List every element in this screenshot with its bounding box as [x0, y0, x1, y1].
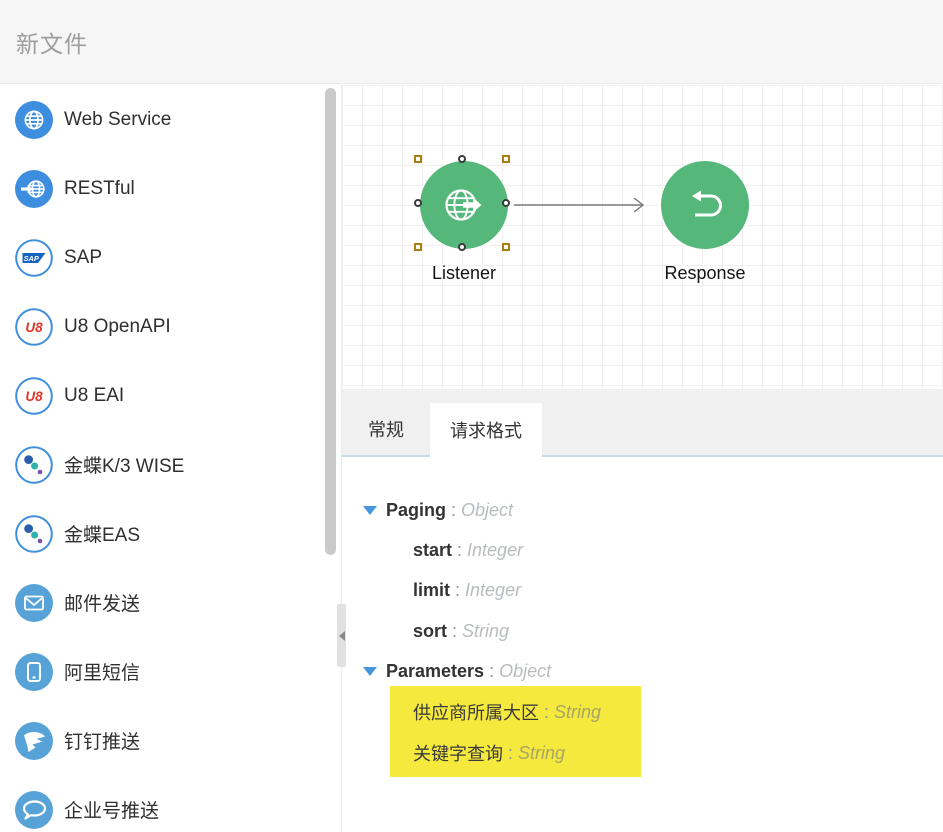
sidebar-item-ali-sms[interactable]: 阿里短信 — [0, 637, 341, 706]
u8-logo-icon: U8 — [15, 376, 53, 415]
selection-handle-top-right[interactable] — [502, 155, 510, 163]
tree-row-paging[interactable]: Paging : Object — [342, 495, 943, 525]
tab-general[interactable]: 常规 — [368, 420, 404, 440]
field-type: Integer — [465, 579, 522, 600]
node-label-response: Response — [664, 263, 746, 283]
selection-handle-top-center[interactable] — [458, 155, 466, 163]
edge-connector — [514, 197, 645, 213]
field-separator: : — [452, 539, 468, 560]
flow-canvas[interactable]: Listener Response — [342, 85, 943, 389]
sidebar-item-kingdee-eas[interactable]: 金蝶EAS — [0, 499, 341, 568]
field-type: Object — [499, 660, 552, 681]
sidebar-item-restful[interactable]: RESTful — [0, 154, 341, 223]
sidebar-item-u8-openapi[interactable]: U8 U8 OpenAPI — [0, 292, 341, 361]
sidebar-item-label: 阿里短信 — [64, 663, 141, 684]
field-type: String — [518, 742, 566, 763]
return-arrow-icon — [692, 190, 722, 217]
sidebar-item-web-service[interactable]: Web Service — [0, 85, 341, 154]
node-listener[interactable] — [420, 161, 508, 249]
field-separator: : — [539, 701, 555, 722]
tree-row-limit[interactable]: limit : Integer — [342, 575, 943, 605]
globe-arrow-icon — [15, 169, 53, 208]
selection-handle-bottom-left[interactable] — [414, 243, 422, 251]
sidebar-item-label: 钉钉推送 — [64, 732, 141, 753]
tree-row-supplier-region[interactable]: 供应商所属大区 : String — [342, 697, 943, 727]
field-type: Integer — [467, 539, 524, 560]
collapse-left-arrow-icon — [338, 630, 345, 641]
sidebar-item-kingdee-k3-wise[interactable]: 金蝶K/3 WISE — [0, 430, 341, 499]
collapse-triangle-icon[interactable] — [363, 666, 377, 676]
connector-sidebar: Web Service RESTful SAP SAP — [0, 85, 342, 832]
sidebar-item-label: 金蝶K/3 WISE — [64, 456, 185, 477]
tree-row-keyword-query[interactable]: 关键字查询 : String — [342, 738, 943, 768]
field-name: 关键字查询 — [413, 744, 503, 764]
sidebar-item-u8-eai[interactable]: U8 U8 EAI — [0, 361, 341, 430]
collapse-triangle-icon[interactable] — [363, 505, 377, 515]
sidebar-item-sap[interactable]: SAP SAP — [0, 223, 341, 292]
sidebar-item-label: RESTful — [64, 177, 135, 199]
dingtalk-wing-icon — [15, 721, 53, 760]
schema-tree: Paging : Object start : Integer limit : … — [342, 389, 943, 832]
sidebar-scrollbar-thumb[interactable] — [325, 88, 336, 555]
selection-handle-bottom-right[interactable] — [502, 243, 510, 251]
svg-text:U8: U8 — [25, 389, 43, 404]
tree-row-sort[interactable]: sort : String — [342, 616, 943, 646]
panel-tab-bar: 常规 请求格式 — [342, 389, 943, 457]
field-separator: : — [446, 499, 462, 520]
sidebar-item-label: SAP — [64, 246, 103, 268]
tab-request-format[interactable]: 请求格式 — [430, 403, 542, 457]
field-separator: : — [450, 579, 466, 600]
field-type: String — [462, 620, 510, 641]
field-name: start — [413, 539, 453, 560]
page-title: 新文件 — [16, 30, 88, 57]
field-separator: : — [447, 620, 463, 641]
sidebar-item-enterprise-push[interactable]: 企业号推送 — [0, 775, 341, 832]
properties-panel: 常规 请求格式 Paging : Object start : Integer … — [342, 389, 943, 832]
field-name: 供应商所属大区 — [413, 703, 539, 723]
sidebar-item-mail-send[interactable]: 邮件发送 — [0, 568, 341, 637]
tree-row-parameters[interactable]: Parameters : Object — [342, 656, 943, 686]
field-name: limit — [413, 579, 451, 600]
sidebar-item-label: Web Service — [64, 108, 172, 130]
svg-text:U8: U8 — [25, 320, 43, 335]
sidebar-item-dingtalk-push[interactable]: 钉钉推送 — [0, 706, 341, 775]
sidebar-item-label: 金蝶EAS — [64, 525, 141, 546]
chat-bubble-icon — [15, 790, 53, 829]
mail-icon — [15, 583, 53, 622]
selection-handle-top-left[interactable] — [414, 155, 422, 163]
node-label-listener: Listener — [431, 263, 497, 283]
panel-collapse-handle[interactable] — [337, 604, 346, 667]
selection-handle-middle-right[interactable] — [502, 199, 510, 207]
field-separator: : — [484, 660, 500, 681]
highlight-overlay — [390, 686, 641, 777]
tree-row-start[interactable]: start : Integer — [342, 535, 943, 565]
field-separator: : — [503, 742, 519, 763]
u8-logo-icon: U8 — [15, 307, 53, 346]
mobile-icon — [15, 652, 53, 691]
node-response[interactable] — [661, 161, 749, 249]
sidebar-item-label: U8 EAI — [64, 384, 125, 406]
globe-arrow-icon — [445, 189, 482, 221]
window-header: 新文件 — [0, 0, 943, 84]
sidebar-item-label: 企业号推送 — [64, 801, 160, 822]
field-type: String — [554, 701, 602, 722]
field-name: Parameters — [386, 660, 485, 681]
kingdee-dots-icon — [15, 445, 53, 484]
globe-icon — [15, 100, 53, 139]
field-name: sort — [413, 620, 448, 641]
field-name: Paging — [386, 499, 447, 520]
sidebar-item-label: U8 OpenAPI — [64, 315, 171, 337]
svg-text:SAP: SAP — [24, 253, 39, 262]
selection-handle-bottom-center[interactable] — [458, 243, 466, 251]
field-type: Object — [461, 499, 514, 520]
kingdee-dots-icon — [15, 514, 53, 553]
selection-handle-middle-left[interactable] — [414, 199, 422, 207]
sap-logo-icon: SAP — [15, 238, 53, 277]
sidebar-item-label: 邮件发送 — [64, 594, 141, 615]
